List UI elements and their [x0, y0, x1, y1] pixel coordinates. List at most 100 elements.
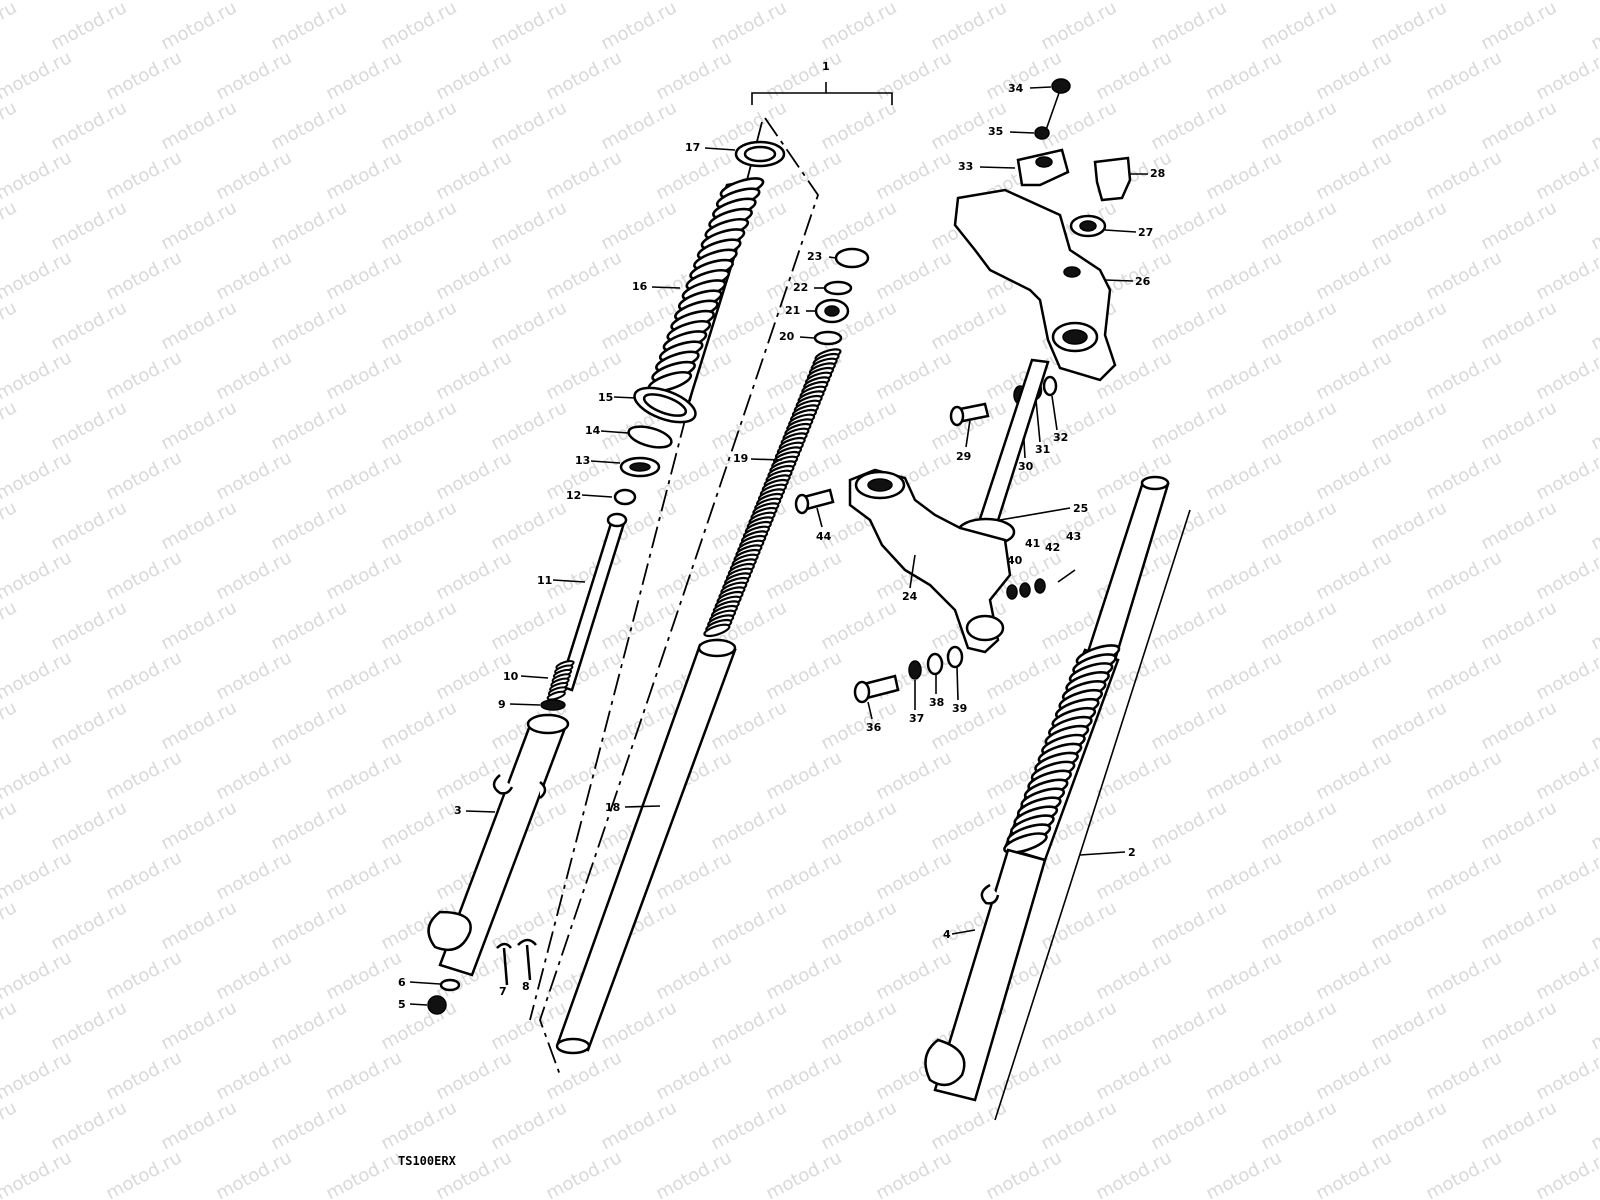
watermark-text: motod.ru: [1422, 447, 1505, 504]
watermark-text: motod.ru: [817, 1097, 900, 1154]
watermark-text: motod.ru: [267, 1097, 350, 1154]
watermark-text: motod.ru: [1147, 697, 1230, 754]
watermark-text: motod.ru: [432, 547, 515, 604]
watermark-text: motod.ru: [652, 1147, 735, 1200]
watermark-text: motod.ru: [1532, 547, 1600, 604]
watermark-text: motod.ru: [0, 497, 20, 554]
watermark-text: motod.ru: [652, 47, 735, 104]
watermark-text: motod.ru: [762, 547, 845, 604]
watermark-text: motod.ru: [102, 1047, 185, 1104]
watermark-text: motod.ru: [0, 847, 75, 904]
watermark-text: motod.ru: [1587, 497, 1600, 554]
callout-10: 10: [503, 670, 519, 683]
watermark-text: motod.ru: [1202, 647, 1285, 704]
watermark-text: motod.ru: [597, 97, 680, 154]
watermark-text: motod.ru: [1202, 447, 1285, 504]
watermark-text: motod.ru: [157, 797, 240, 854]
watermark-text: motod.ru: [1477, 0, 1560, 54]
watermark-text: motod.ru: [1422, 747, 1505, 804]
watermark-text: motod.ru: [1147, 0, 1230, 54]
watermark-text: motod.ru: [762, 747, 845, 804]
damper-rod: 11: [537, 512, 628, 692]
watermark-text: motod.ru: [1367, 797, 1450, 854]
watermark-text: motod.ru: [1257, 397, 1340, 454]
bolt-group-36-39: 36 37 38 39: [853, 645, 967, 734]
callout-30: 30: [1018, 460, 1034, 473]
watermark-text: motod.ru: [377, 697, 460, 754]
watermark-text: motod.ru: [1147, 97, 1230, 154]
watermark-text: motod.ru: [1312, 47, 1395, 104]
watermark-text: motod.ru: [597, 1097, 680, 1154]
watermark-text: motod.ru: [157, 397, 240, 454]
washer-35: 35: [988, 125, 1050, 140]
callout-5: 5: [398, 998, 406, 1011]
axle-bolts: 7 8: [496, 938, 537, 998]
callout-15: 15: [598, 391, 613, 404]
watermark-text: motod.ru: [1147, 797, 1230, 854]
watermark-text: motod.ru: [102, 747, 185, 804]
watermark-text: motod.ru: [1367, 497, 1450, 554]
watermark-text: motod.ru: [1037, 997, 1120, 1054]
callout-31: 31: [1035, 443, 1050, 456]
watermark-text: motod.ru: [212, 647, 295, 704]
watermark-text: motod.ru: [1367, 897, 1450, 954]
watermark-text: motod.ru: [1367, 0, 1450, 54]
pinch-bolt-29: 29: [949, 402, 990, 463]
watermark-text: motod.ru: [1312, 947, 1395, 1004]
callout-36: 36: [866, 721, 882, 734]
watermark-text: motod.ru: [1532, 47, 1600, 104]
watermark-text: motod.ru: [1312, 147, 1395, 204]
watermark-text: motod.ru: [47, 397, 130, 454]
watermark-text: motod.ru: [267, 897, 350, 954]
watermark-text: motod.ru: [0, 697, 20, 754]
watermark-text: motod.ru: [1587, 797, 1600, 854]
watermark-text: motod.ru: [1367, 97, 1450, 154]
watermark-text: motod.ru: [267, 197, 350, 254]
callout-23: 23: [807, 250, 822, 263]
watermark-text: motod.ru: [1587, 97, 1600, 154]
watermark-text: motod.ru: [1367, 597, 1450, 654]
watermark-text: motod.ru: [817, 897, 900, 954]
watermark-text: motod.ru: [1422, 1147, 1505, 1200]
watermark-text: motod.ru: [1202, 1147, 1285, 1200]
watermark-text: motod.ru: [432, 1047, 515, 1104]
callout-25: 25: [1073, 502, 1088, 515]
watermark-text: motod.ru: [102, 447, 185, 504]
watermark-text: motod.ru: [652, 1047, 735, 1104]
fork-boot: 16: [632, 177, 765, 407]
watermark-text: motod.ru: [1202, 247, 1285, 304]
watermark-text: motod.ru: [47, 1097, 130, 1154]
watermark-text: motod.ru: [0, 747, 75, 804]
watermark-text: motod.ru: [0, 247, 75, 304]
watermark-text: motod.ru: [1312, 1147, 1395, 1200]
watermark-text: motod.ru: [1587, 297, 1600, 354]
watermark-text: motod.ru: [982, 1047, 1065, 1104]
watermark-text: motod.ru: [1257, 797, 1340, 854]
callout-20: 20: [779, 330, 795, 343]
callout-24: 24: [902, 590, 918, 603]
washer-5: 5: [398, 995, 447, 1015]
spacer-20: 20: [779, 330, 843, 346]
watermark-text: motod.ru: [1532, 1147, 1600, 1200]
watermark-text: motod.ru: [47, 297, 130, 354]
watermark-text: motod.ru: [0, 947, 75, 1004]
watermark-text: motod.ru: [1202, 47, 1285, 104]
upper-bracket-26: 26: [953, 188, 1151, 382]
watermark-text: motod.ru: [1312, 747, 1395, 804]
watermark-text: motod.ru: [267, 797, 350, 854]
watermark-text: motod.ru: [267, 0, 350, 54]
watermark-text: motod.ru: [927, 297, 1010, 354]
watermark-text: motod.ru: [597, 197, 680, 254]
watermark-text: motod.ru: [1257, 697, 1340, 754]
watermark-text: motod.ru: [0, 1047, 75, 1104]
watermark-text: motod.ru: [1477, 197, 1560, 254]
dust-boot-upper: 17: [685, 140, 786, 168]
callout-41: 41: [1025, 537, 1040, 550]
coil-turn: [546, 690, 566, 701]
oil-seal-retainer: 14: [585, 424, 673, 449]
watermark-text: motod.ru: [762, 947, 845, 1004]
watermark-text: motod.ru: [0, 897, 20, 954]
watermark-text: motod.ru: [1202, 1047, 1285, 1104]
watermark-text: motod.ru: [817, 697, 900, 754]
